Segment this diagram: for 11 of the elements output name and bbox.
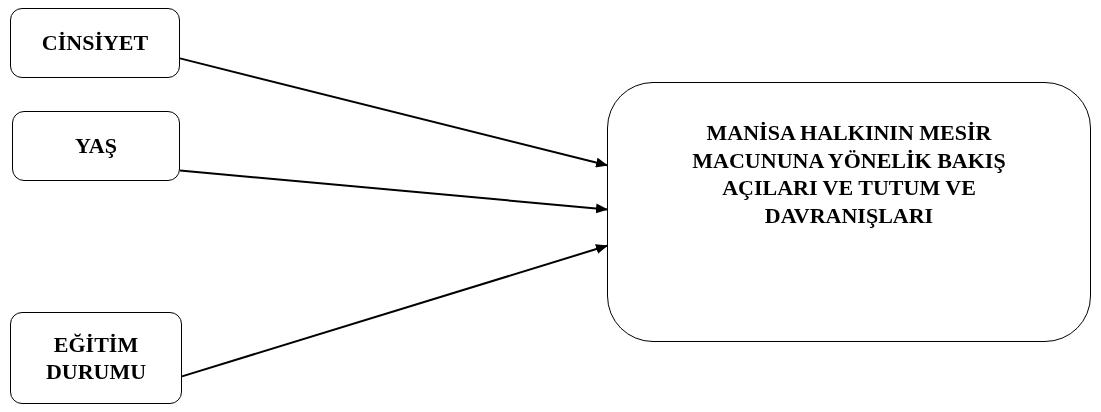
box-label: CİNSİYET: [41, 29, 149, 57]
box-label: EĞİTİM DURUMU: [44, 330, 148, 386]
box-label: MANİSA HALKININ MESİR MACUNUNA YÖNELİK BAKIŞ AÇILARI VE TUTUM VE DAVRANIŞLARI: [691, 119, 1007, 229]
arrow: [179, 57, 608, 168]
rounded-box: [12, 111, 180, 181]
box-label: YAŞ: [75, 132, 117, 160]
rounded-box: [10, 312, 182, 404]
arrow: [179, 169, 608, 214]
rounded-box: [10, 8, 180, 78]
arrow: [181, 244, 608, 378]
rounded-box: [607, 82, 1091, 342]
